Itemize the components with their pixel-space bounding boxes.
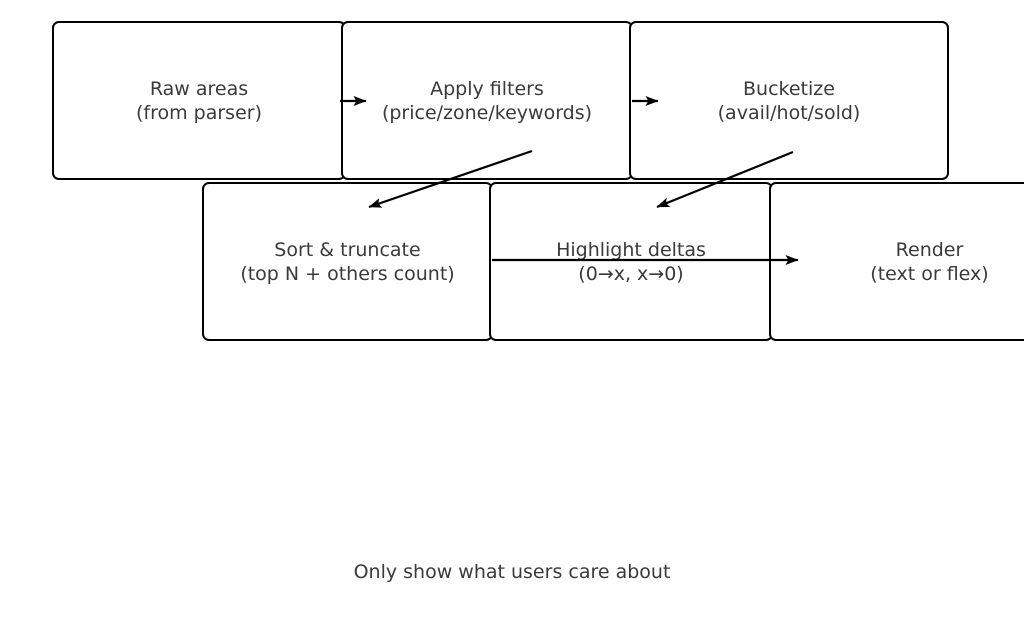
node-subtitle: (0→x, x→0) [578, 262, 684, 285]
node-highlight-deltas-text: Highlight deltas (0→x, x→0) [556, 238, 706, 286]
node-apply-filters: Apply filters (price/zone/keywords) [341, 21, 633, 180]
node-subtitle: (price/zone/keywords) [381, 101, 593, 124]
node-subtitle: (top N + others count) [240, 262, 455, 285]
node-raw-areas-text: Raw areas (from parser) [136, 77, 262, 125]
node-title: Bucketize [743, 77, 835, 100]
node-render-text: Render (text or flex) [870, 238, 988, 286]
node-title: Sort & truncate [274, 238, 421, 261]
node-title: Highlight deltas [556, 238, 706, 261]
node-title: Apply filters [430, 77, 544, 100]
node-bucketize: Bucketize (avail/hot/sold) [629, 21, 949, 180]
node-sort-truncate-text: Sort & truncate (top N + others count) [240, 238, 454, 286]
node-subtitle: (avail/hot/sold) [717, 101, 861, 124]
node-title: Raw areas [149, 77, 249, 100]
node-highlight-deltas: Highlight deltas (0→x, x→0) [489, 182, 773, 341]
node-apply-filters-text: Apply filters (price/zone/keywords) [382, 77, 592, 125]
node-render: Render (text or flex) [769, 182, 1024, 341]
diagram-caption: Only show what users care about [353, 561, 671, 583]
node-subtitle: (from parser) [136, 101, 262, 124]
node-sort-truncate: Sort & truncate (top N + others count) [202, 182, 493, 341]
node-bucketize-text: Bucketize (avail/hot/sold) [718, 77, 861, 125]
node-raw-areas: Raw areas (from parser) [52, 21, 346, 180]
node-subtitle: (text or flex) [870, 262, 989, 285]
node-title: Render [895, 238, 964, 261]
